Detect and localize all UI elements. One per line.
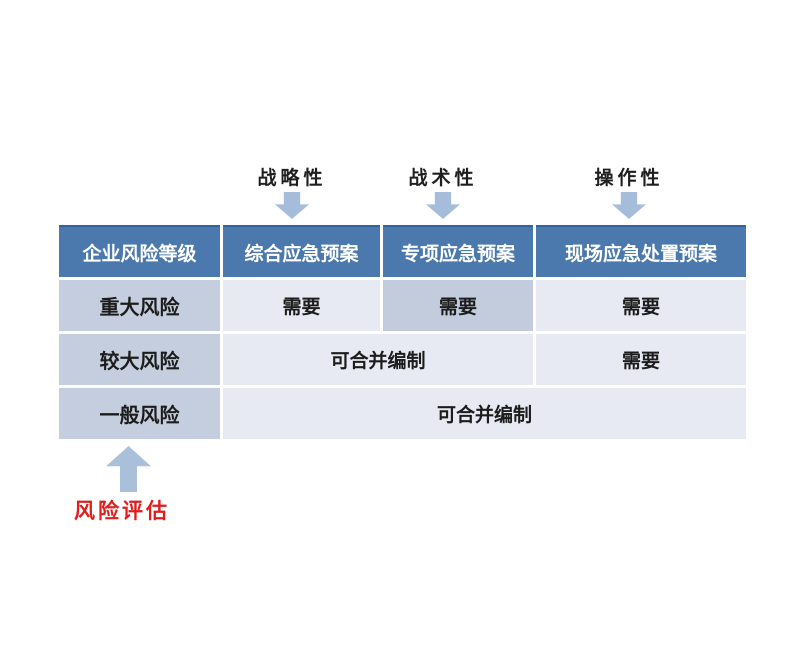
cell-larger-onsite: 需要	[536, 334, 746, 385]
cell-major-special: 需要	[383, 280, 533, 331]
header-cell-special-plan: 专项应急预案	[383, 225, 533, 277]
header-cell-onsite-plan: 现场应急处置预案	[536, 225, 746, 277]
annotation-tactical: 战术性	[408, 168, 478, 189]
cell-larger-merged: 可合并编制	[223, 334, 533, 385]
table-header-row: 企业风险等级 综合应急预案 专项应急预案 现场应急处置预案	[59, 225, 746, 277]
row-label-larger-risk: 较大风险	[59, 334, 220, 385]
down-arrow-icon	[426, 192, 460, 219]
down-arrow-icon	[275, 192, 309, 219]
down-arrow-icon	[612, 192, 646, 219]
table-row-larger-risk: 较大风险 可合并编制 需要	[59, 334, 746, 385]
annotation-strategic: 战略性	[257, 168, 327, 189]
row-label-major-risk: 重大风险	[59, 280, 220, 331]
header-cell-risk-level: 企业风险等级	[59, 225, 220, 277]
cell-major-onsite: 需要	[536, 280, 746, 331]
row-label-general-risk: 一般风险	[59, 388, 220, 439]
risk-assessment-label: 风险评估	[74, 500, 170, 523]
cell-general-merged: 可合并编制	[223, 388, 746, 439]
header-cell-comprehensive-plan: 综合应急预案	[223, 225, 380, 277]
table-row-general-risk: 一般风险 可合并编制	[59, 388, 746, 439]
risk-plan-table: 企业风险等级 综合应急预案 专项应急预案 现场应急处置预案 重大风险 需要 需要…	[56, 222, 749, 442]
up-arrow-icon	[106, 446, 151, 492]
table-row-major-risk: 重大风险 需要 需要 需要	[59, 280, 746, 331]
annotation-operational: 操作性	[594, 168, 664, 189]
cell-major-comprehensive: 需要	[223, 280, 380, 331]
